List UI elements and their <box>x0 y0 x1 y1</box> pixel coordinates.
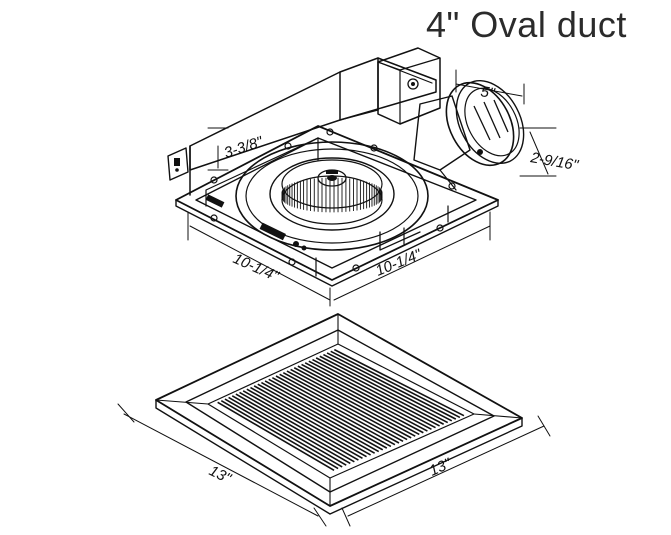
louver-slat <box>253 385 376 454</box>
louver-slat <box>275 375 400 444</box>
grille-cover <box>155 313 523 515</box>
louver-slat <box>246 388 367 458</box>
louver-slat <box>279 373 404 442</box>
louver-slat <box>323 353 453 422</box>
knockout-icon <box>407 78 419 90</box>
dim-duct-width: 5" <box>479 83 496 102</box>
dim-grille-left: 13" <box>206 462 234 487</box>
louver-slat <box>312 358 440 427</box>
diagram-title: 4" Oval duct <box>426 4 627 45</box>
blower-wheel <box>235 141 429 251</box>
louver-slat <box>326 352 457 420</box>
oval-duct-collar <box>413 79 525 191</box>
louver-slat <box>268 378 392 448</box>
louver-slat <box>242 390 363 460</box>
louver-slat <box>282 372 408 441</box>
louver-slat <box>264 380 388 449</box>
louver-slat <box>228 396 347 466</box>
louver-slat <box>315 357 445 425</box>
louver-slat <box>250 386 371 456</box>
louver-slat <box>257 383 380 453</box>
louver-slat <box>224 398 343 468</box>
dimension-lines-housing <box>187 69 557 307</box>
dim-duct-height: 2-9/16" <box>528 149 580 174</box>
louver-slat <box>297 365 424 434</box>
mounting-flange <box>175 125 499 287</box>
louver-slat <box>239 391 359 461</box>
louver-slat <box>217 401 335 471</box>
dim-housing-width-right: 10-1/4" <box>373 246 424 280</box>
louver-slat <box>231 395 351 465</box>
louver-slat <box>304 362 432 431</box>
louver-slat <box>220 400 339 470</box>
louver-slat <box>333 348 465 417</box>
louver-slat <box>301 363 428 432</box>
louver-slat <box>235 393 355 463</box>
louver-slat <box>271 376 396 446</box>
louver-slat <box>330 350 461 419</box>
louver-slat <box>290 368 416 437</box>
fan-housing <box>167 47 499 287</box>
dimension-lines-grille <box>117 403 551 527</box>
junction-box <box>377 47 441 125</box>
louver-slat <box>261 381 384 451</box>
louver-slat <box>319 355 449 424</box>
dim-housing-width-left: 10-1/4" <box>230 250 281 285</box>
louver-slat <box>286 370 412 439</box>
grille-louvers <box>217 348 465 471</box>
mounting-bracket <box>167 147 189 181</box>
louver-slat <box>293 367 420 436</box>
louver-slat <box>308 360 436 429</box>
